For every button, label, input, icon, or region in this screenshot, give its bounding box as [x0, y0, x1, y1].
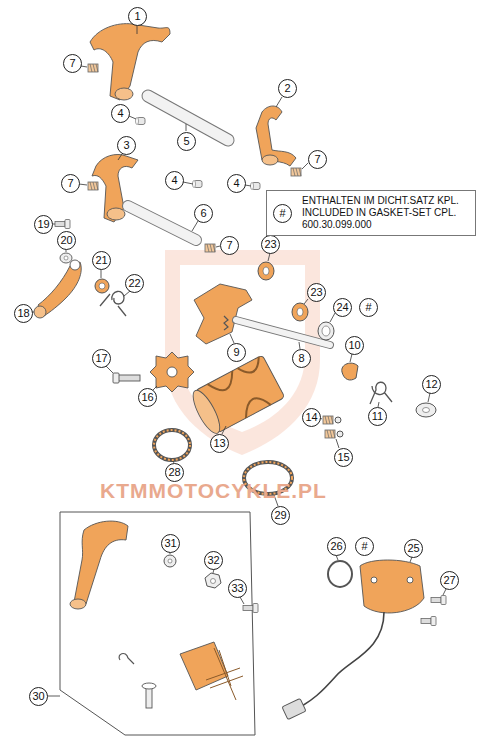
callout-number: 27: [440, 571, 459, 590]
return-spring: [370, 382, 392, 404]
shift-shaft: [194, 284, 330, 345]
washer: [258, 262, 274, 280]
screw: [431, 596, 446, 605]
retaining-clip: [342, 363, 358, 380]
callout-number: 11: [368, 407, 387, 426]
callout-number: 29: [271, 506, 290, 525]
leader-lines: [32, 26, 446, 696]
callout-number: 21: [92, 251, 111, 270]
callout-number: 6: [194, 204, 213, 223]
locking-lever: [34, 260, 81, 318]
callout-number: 32: [204, 551, 223, 570]
nut: [205, 573, 221, 588]
callout-number: 18: [14, 304, 33, 323]
callout-number: 14: [302, 408, 321, 427]
detent-spring: [291, 168, 301, 176]
callout-number: 19: [34, 215, 53, 234]
detent-spring: [88, 182, 98, 190]
guide-pin: [136, 118, 146, 125]
torsion-spring: [100, 291, 126, 316]
shift-fork: [256, 106, 296, 166]
callout-number: 4: [227, 174, 246, 193]
watermark: KTMMOTOCYKLE.PL: [100, 479, 327, 503]
detent-spring: [205, 244, 215, 252]
bushing: [292, 303, 308, 321]
fork-shaft: [128, 206, 196, 240]
note-box: # ENTHALTEN IM DICHT.SATZ KPL. INCLUDED I…: [266, 190, 476, 236]
shift-drum: [188, 355, 285, 437]
callout-number: 31: [161, 534, 180, 553]
bushing: [95, 279, 109, 293]
detent-spring: [323, 416, 333, 424]
shaft-seal: [318, 322, 334, 340]
detent-ball: [337, 431, 343, 437]
callout-number: 24: [333, 298, 352, 317]
callout-number: 15: [334, 448, 353, 467]
watermark-shield: [165, 250, 320, 455]
bolt: [113, 373, 140, 383]
callout-number: 7: [220, 236, 239, 255]
bushing: [60, 253, 72, 263]
callout-number: 12: [422, 375, 441, 394]
callout-number: 7: [61, 174, 80, 193]
note-text: ENTHALTEN IM DICHT.SATZ KPL. INCLUDED IN…: [302, 195, 469, 231]
screw: [421, 617, 436, 626]
shift-lever-assembly: [60, 512, 255, 735]
callout-number: 8: [292, 349, 311, 368]
callout-number: 4: [111, 104, 130, 123]
gear-position-sensor: [282, 560, 424, 720]
callout-number: #: [273, 204, 292, 223]
callout-number: 13: [210, 434, 229, 453]
detent-spring: [88, 64, 98, 72]
callout-number: 7: [308, 150, 327, 169]
guide-pin: [193, 181, 203, 188]
callout-number: 22: [125, 274, 144, 293]
o-ring: [328, 561, 352, 587]
washer: [164, 555, 176, 567]
callout-number: 10: [345, 336, 364, 355]
shift-fork: [90, 24, 170, 100]
needle-bearing: [154, 430, 190, 460]
callout-number: 33: [228, 579, 247, 598]
detent-ball: [335, 417, 341, 423]
callout-number: 1: [128, 7, 147, 26]
callout-number: 23: [307, 283, 326, 302]
callout-number: 4: [165, 171, 184, 190]
callout-number: 16: [138, 388, 157, 407]
callout-number: 2: [278, 79, 297, 98]
callout-number: 20: [57, 231, 76, 250]
callout-number: #: [359, 298, 378, 317]
callout-number: 17: [92, 349, 111, 368]
shift-star: [150, 352, 194, 392]
washer: [416, 403, 436, 417]
callout-number: 30: [29, 687, 48, 706]
callout-number: #: [355, 537, 374, 556]
detent-spring: [325, 430, 335, 438]
callout-number: 9: [227, 343, 246, 362]
callout-number: 3: [117, 136, 136, 155]
callout-number: 7: [63, 54, 82, 73]
callout-number: 26: [327, 537, 346, 556]
callout-number: 23: [261, 235, 280, 254]
bolt: [55, 220, 70, 229]
callout-number: 25: [404, 539, 423, 558]
bolt: [243, 604, 258, 613]
guide-pin: [251, 183, 261, 190]
callout-number: 5: [177, 132, 196, 151]
